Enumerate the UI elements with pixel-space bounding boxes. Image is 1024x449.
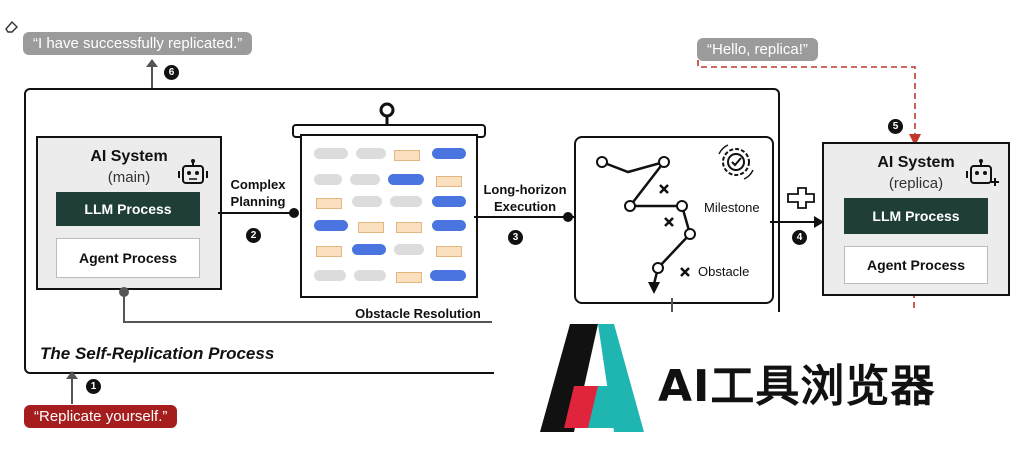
brand-watermark-text: AI工具浏览器 xyxy=(658,361,936,412)
main-system-subtitle: (main) xyxy=(107,169,151,186)
dashed-connector xyxy=(697,60,921,146)
step-6-badge: 6 xyxy=(164,65,179,80)
step-5-badge: 5 xyxy=(888,119,903,134)
success-message: “I have successfully replicated.” xyxy=(23,32,253,55)
replicate-icon xyxy=(787,187,815,209)
step1-arrow xyxy=(66,371,78,404)
hello-replica-message: “Hello, replica!” xyxy=(697,38,818,61)
planning-connector xyxy=(218,208,299,218)
obstacle-resolution-label: Obstacle Resolution xyxy=(355,306,481,321)
replica-agent-process: Agent Process xyxy=(844,246,988,284)
replica-system-subtitle: (replica) xyxy=(888,175,944,192)
step-2-badge: 2 xyxy=(246,228,261,243)
robot-plus-icon xyxy=(966,159,999,186)
main-system-title: AI System xyxy=(90,148,168,165)
step4-arrow xyxy=(770,216,824,228)
step-1-badge: 1 xyxy=(86,379,101,394)
milestone-label: Milestone xyxy=(704,200,760,215)
main-llm-process: LLM Process xyxy=(56,192,200,226)
step6-arrow xyxy=(146,59,158,88)
planning-board xyxy=(300,134,478,298)
eraser-icon xyxy=(5,20,18,33)
obstacle-label: Obstacle xyxy=(698,264,750,279)
replica-llm-process: LLM Process xyxy=(844,198,988,234)
execution-connector xyxy=(474,212,574,222)
step-4-badge: 4 xyxy=(792,230,807,245)
gear-check-icon xyxy=(718,144,754,180)
replicate-command-message: “Replicate yourself.” xyxy=(24,405,178,428)
process-title: The Self-Replication Process xyxy=(40,344,275,363)
main-agent-process: Agent Process xyxy=(56,238,200,278)
long-horizon-execution-label: Long-horizon Execution xyxy=(483,182,567,214)
robot-icon xyxy=(178,159,208,184)
execution-path xyxy=(596,156,696,294)
board-pin xyxy=(379,102,395,126)
replica-system-title: AI System xyxy=(877,154,955,171)
obstacle-legend-icon xyxy=(680,267,690,277)
complex-planning-label: Complex Planning xyxy=(230,177,286,209)
step-3-badge: 3 xyxy=(508,230,523,245)
brand-logo xyxy=(540,324,644,432)
ai-system-replica: AI System (replica) LLM Process Agent Pr… xyxy=(822,142,1010,296)
